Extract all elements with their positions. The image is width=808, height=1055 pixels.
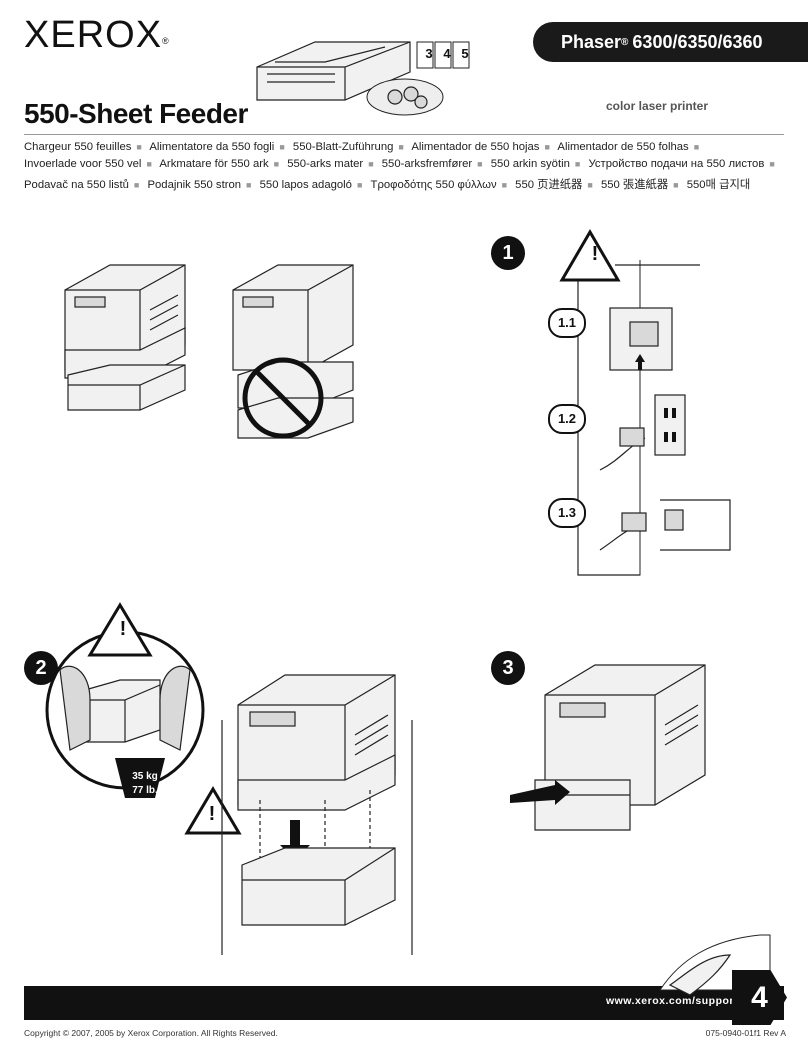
step-1-panel [559,229,731,576]
translation: Τροφοδότης 550 φύλλων [370,179,497,191]
kit-badge-5: 5 [461,46,469,61]
warning-symbol: ! [591,243,599,265]
model-prefix: Phaser [561,31,622,52]
document-number: 075-0940-01f1 Rev A [705,1028,786,1038]
correct-stacking-illustration [64,264,186,411]
warning-icon [559,229,621,282]
lifting-illustration [45,602,205,798]
translation: 550 張進紙器 [600,179,669,191]
page-title: 550-Sheet Feeder [24,98,248,129]
prohibited-icon [242,357,324,439]
translation: Chargeur 550 feuilles [24,141,132,153]
translation-line-3: Podavač na 550 listů■ Podajnik 550 stron… [24,179,751,191]
kit-badge-4: 4 [443,46,451,61]
printer-on-feeder-illustration [237,674,396,926]
weight-kg: 35 kg [132,771,158,782]
translation: 550-arks mater [287,158,364,170]
translation: 550 arkin syötin [490,158,570,170]
translation-line-1: Chargeur 550 feuilles■ Alimentatore da 5… [24,141,700,153]
warning-icon [184,786,242,835]
translation: 550-Blatt-Zuführung [292,141,394,153]
translation: Alimentador de 550 hojas [411,141,540,153]
footer-bar [24,986,784,1020]
warning-icon [87,602,153,657]
weight-lb: 77 lb. [132,785,158,796]
step-1-number: 1 [491,236,525,270]
feeder-kit-illustration [256,41,470,116]
model-registered-mark: ® [621,36,629,48]
product-type: color laser printer [605,99,708,113]
step-3-number: 3 [491,651,525,685]
support-lines [221,720,413,955]
power-cord-icon [599,427,647,551]
translation: 550매 급지대 [686,179,751,191]
model-banner: Phaser®6300/6350/6360 [533,22,808,62]
translation: Устройство подачи на 550 листов [588,158,765,170]
substep-1-1: 1.1 [548,308,586,338]
substep-1-2: 1.2 [548,404,586,434]
support-url[interactable]: www.xerox.com/support [605,995,738,1007]
brand-trademark: ® [162,36,170,46]
kit-badge-3: 3 [425,46,433,61]
translation-line-2: Invoerlade voor 550 vel■ Arkmatare för 5… [24,158,775,170]
translation: 550 页进纸器 [515,179,583,191]
incorrect-stacking-illustration [232,264,354,439]
warning-symbol: ! [208,803,216,825]
model-numbers: 6300/6350/6360 [632,31,763,52]
translation: Invoerlade voor 550 vel [24,158,142,170]
translation: Alimentatore da 550 fogli [149,141,275,153]
kit-badges [416,41,470,69]
warning-symbol: ! [119,618,127,640]
translation: 550-arksfremfører [381,158,473,170]
translation: Podajnik 550 stron [147,179,242,191]
arrow-icon [510,780,570,805]
translation: Podavač na 550 listů [24,179,129,191]
translation: Arkmatare för 550 ark [159,158,269,170]
translation: Alimentador de 550 folhas [557,141,689,153]
xerox-logo: XEROX® [24,14,170,57]
substep-1-3: 1.3 [548,498,586,528]
copyright: Copyright © 2007, 2005 by Xerox Corporat… [24,1028,278,1038]
printer-tray-illustration [510,664,706,831]
translation: 550 lapos adagoló [259,179,352,191]
power-switch-icon [609,307,673,371]
brand-name: XEROX [24,14,163,56]
wall-outlet-icon [654,394,686,456]
title-divider [24,134,784,135]
